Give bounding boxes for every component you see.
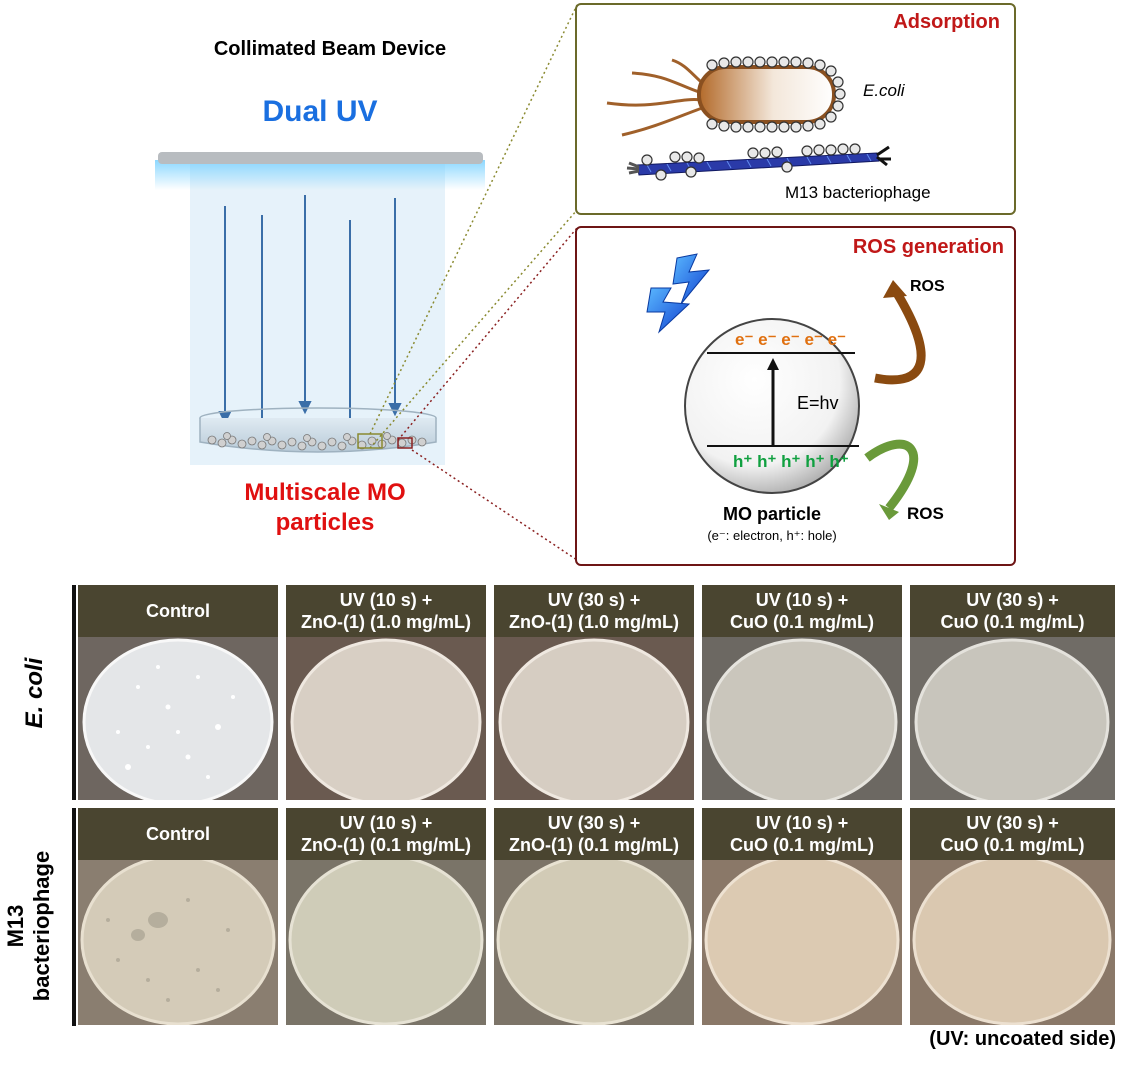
ros-label-top: ROS [910, 278, 945, 295]
header-line: ZnO-(1) (0.1 mg/mL) [509, 835, 679, 855]
row-divider-m13 [72, 808, 76, 1026]
plate-m13-cuo-30s [910, 860, 1115, 1025]
adsorption-title: Adsorption [893, 11, 1000, 33]
adsorption-panel: Adsorption [575, 3, 1016, 215]
particles-label-line2: particles [275, 509, 375, 536]
plate-ecoli-control [78, 637, 278, 800]
header-line: UV (10 s) + [339, 813, 433, 833]
header-line: Control [146, 824, 210, 844]
row-label-ecoli: E. coli [21, 657, 48, 729]
plate-m13-control [78, 860, 278, 1025]
plate-ecoli-cuo-10s [702, 637, 902, 800]
ros-panel: ROS generation ROS ROS e⁻ e⁻ e⁻ e [575, 226, 1016, 566]
header-ecoli-zno-30s: UV (30 s) +ZnO-(1) (1.0 mg/mL) [494, 585, 694, 637]
plate-ecoli-cuo-30s [910, 637, 1115, 800]
mo-particles [207, 432, 427, 451]
device-title: Collimated Beam Device [213, 38, 447, 60]
zoom-leader-lines [369, 4, 578, 561]
plate-ecoli-zno-30s [494, 637, 694, 800]
ros-arrow-top [874, 287, 926, 385]
plate-m13-zno-10s [286, 860, 486, 1025]
m13-phage [626, 143, 891, 181]
header-ecoli-cuo-10s: UV (10 s) +CuO (0.1 mg/mL) [702, 585, 902, 637]
header-line: UV (30 s) + [966, 590, 1059, 610]
ecoli-cell [697, 65, 836, 124]
header-m13-cuo-10s: UV (10 s) +CuO (0.1 mg/mL) [702, 808, 902, 860]
phage-label: M13 bacteriophage [785, 183, 931, 202]
particles-label: Multiscale MO particles [190, 478, 460, 538]
plate-m13-cuo-10s [702, 860, 902, 1025]
ros-illustration [646, 253, 926, 520]
ecoli-label: E.coli [863, 81, 905, 100]
flagella [606, 58, 708, 137]
mo-particle-note: (e⁻: electron, h⁺: hole) [707, 528, 837, 543]
ros-arrow-bottom [864, 439, 919, 511]
header-m13-zno-10s: UV (10 s) +ZnO-(1) (0.1 mg/mL) [286, 808, 486, 860]
energy-label: E=hv [797, 393, 839, 413]
mo-particle-label: MO particle [722, 504, 822, 524]
header-line: UV (30 s) + [966, 813, 1059, 833]
header-line: UV (30 s) + [547, 590, 641, 610]
header-line: CuO (0.1 mg/mL) [729, 835, 874, 855]
plate-ecoli-zno-10s [286, 637, 486, 800]
footnote: (UV: uncoated side) [929, 1028, 1116, 1050]
row-label-m13: M13 bacteriophage [3, 841, 55, 1011]
uv-glow [155, 160, 485, 190]
uv-lamp [158, 152, 483, 164]
header-line: UV (10 s) + [755, 590, 849, 610]
uv-bolt-icons [646, 253, 711, 334]
ros-label-bottom: ROS [907, 504, 944, 523]
header-line: CuO (0.1 mg/mL) [940, 612, 1085, 632]
zoom-box-ros [397, 437, 413, 449]
row-label-m13-line2: bacteriophage [29, 850, 54, 1002]
header-ecoli-cuo-30s: UV (30 s) +CuO (0.1 mg/mL) [910, 585, 1115, 637]
dual-uv-label: Dual UV [262, 95, 378, 128]
header-m13-control: Control [78, 808, 278, 860]
header-line: UV (10 s) + [755, 813, 849, 833]
header-line: ZnO-(1) (1.0 mg/mL) [301, 612, 471, 632]
adsorption-illustration [606, 56, 891, 181]
header-m13-cuo-30s: UV (30 s) +CuO (0.1 mg/mL) [910, 808, 1115, 860]
particles-label-line1: Multiscale MO [244, 479, 406, 506]
electrons-label: e⁻ e⁻ e⁻ e⁻ e⁻ [735, 330, 847, 349]
header-line: CuO (0.1 mg/mL) [729, 612, 874, 632]
row-divider-ecoli [72, 585, 76, 800]
plate-m13-zno-30s [494, 860, 694, 1025]
header-ecoli-zno-10s: UV (10 s) +ZnO-(1) (1.0 mg/mL) [286, 585, 486, 637]
holes-label: h⁺ h⁺ h⁺ h⁺ h⁺ [733, 452, 849, 471]
ros-title: ROS generation [852, 236, 1004, 258]
header-line: Control [146, 601, 210, 621]
header-line: UV (10 s) + [339, 590, 433, 610]
adsorbed-particles [706, 56, 846, 133]
header-m13-zno-30s: UV (30 s) +ZnO-(1) (0.1 mg/mL) [494, 808, 694, 860]
header-line: UV (30 s) + [547, 813, 641, 833]
beam-column [190, 160, 445, 465]
header-line: ZnO-(1) (1.0 mg/mL) [509, 612, 679, 632]
header-ecoli-control: Control [78, 585, 278, 637]
header-line: CuO (0.1 mg/mL) [940, 835, 1085, 855]
header-line: ZnO-(1) (0.1 mg/mL) [301, 835, 471, 855]
row-label-m13-line1: M13 [3, 904, 28, 948]
beam-device-illustration [155, 152, 485, 465]
